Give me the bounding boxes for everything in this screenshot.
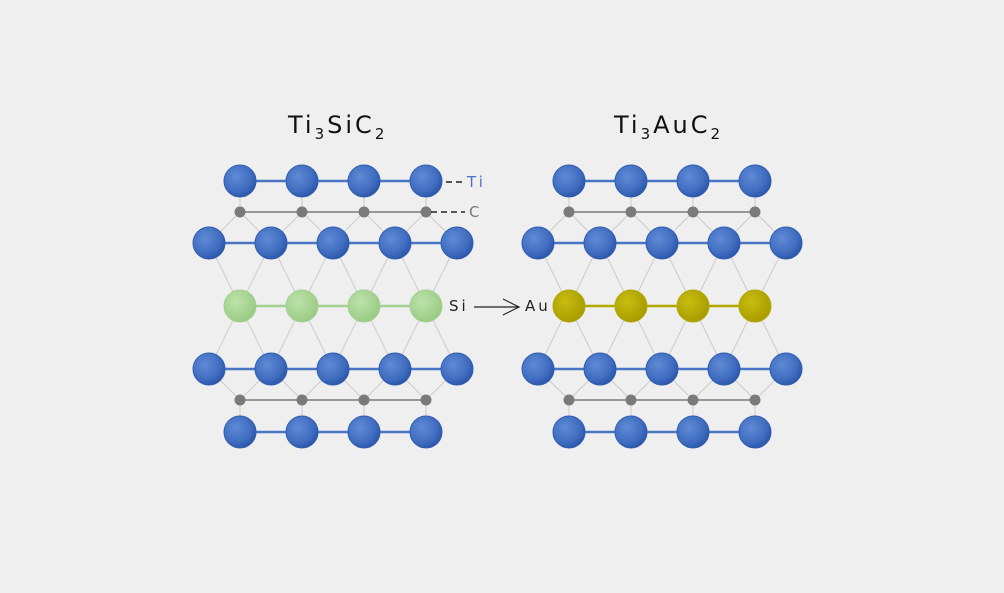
c-atom	[687, 206, 699, 218]
ti-atom	[614, 415, 648, 449]
left-structure-title: Ti3SiC2	[287, 111, 387, 143]
ti-atom	[769, 352, 803, 386]
ti-atom	[521, 352, 555, 386]
ti-atom	[409, 164, 443, 198]
c-atom	[234, 206, 246, 218]
si-atom	[223, 289, 257, 323]
c-atom	[358, 394, 370, 406]
ti-atom	[552, 415, 586, 449]
ti-atom	[769, 226, 803, 260]
right-structure-title: Ti3AuC2	[613, 111, 723, 143]
ti-atom	[645, 226, 679, 260]
ti-atom	[223, 164, 257, 198]
arrow-to-label: Au	[525, 297, 551, 315]
au-atom	[614, 289, 648, 323]
si-atom	[347, 289, 381, 323]
ti-atom	[676, 415, 710, 449]
ti-atom	[676, 164, 710, 198]
ti-legend-label: Ti	[466, 173, 486, 191]
c-atom	[296, 206, 308, 218]
c-atom	[563, 394, 575, 406]
ti-atom	[409, 415, 443, 449]
c-atom	[563, 206, 575, 218]
si-atom	[285, 289, 319, 323]
ti-atom	[707, 352, 741, 386]
ti-atom	[378, 352, 412, 386]
au-atom	[676, 289, 710, 323]
c-atom	[234, 394, 246, 406]
c-atom	[420, 394, 432, 406]
ti-atom	[285, 164, 319, 198]
ti-atom	[645, 352, 679, 386]
ti-atom	[285, 415, 319, 449]
ti-atom	[583, 352, 617, 386]
ti-atom	[614, 164, 648, 198]
ti-atom	[223, 415, 257, 449]
ti-atom	[707, 226, 741, 260]
right-crystal-structure	[521, 164, 803, 449]
ti-atom	[192, 352, 226, 386]
si-atom	[409, 289, 443, 323]
c-atom	[749, 394, 761, 406]
au-atom	[738, 289, 772, 323]
arrow-from-label: Si	[449, 297, 469, 315]
c-atom	[296, 394, 308, 406]
arrowhead-icon	[502, 298, 521, 316]
c-atom	[749, 206, 761, 218]
ti-atom	[521, 226, 555, 260]
ti-atom	[254, 352, 288, 386]
c-atom	[625, 206, 637, 218]
c-legend-label: C	[469, 203, 482, 221]
ti-atom	[738, 164, 772, 198]
ti-atom	[378, 226, 412, 260]
ti-atom	[440, 352, 474, 386]
ti-atom	[316, 226, 350, 260]
ti-atom	[347, 415, 381, 449]
ti-atom	[316, 352, 350, 386]
c-atom	[625, 394, 637, 406]
ti-atom	[552, 164, 586, 198]
c-atom	[420, 206, 432, 218]
ti-atom	[347, 164, 381, 198]
ti-atom	[583, 226, 617, 260]
c-atom	[358, 206, 370, 218]
ti-atom	[440, 226, 474, 260]
left-crystal-structure	[192, 164, 474, 449]
ti-atom	[254, 226, 288, 260]
au-atom	[552, 289, 586, 323]
c-atom	[687, 394, 699, 406]
ti-atom	[192, 226, 226, 260]
ti-atom	[738, 415, 772, 449]
